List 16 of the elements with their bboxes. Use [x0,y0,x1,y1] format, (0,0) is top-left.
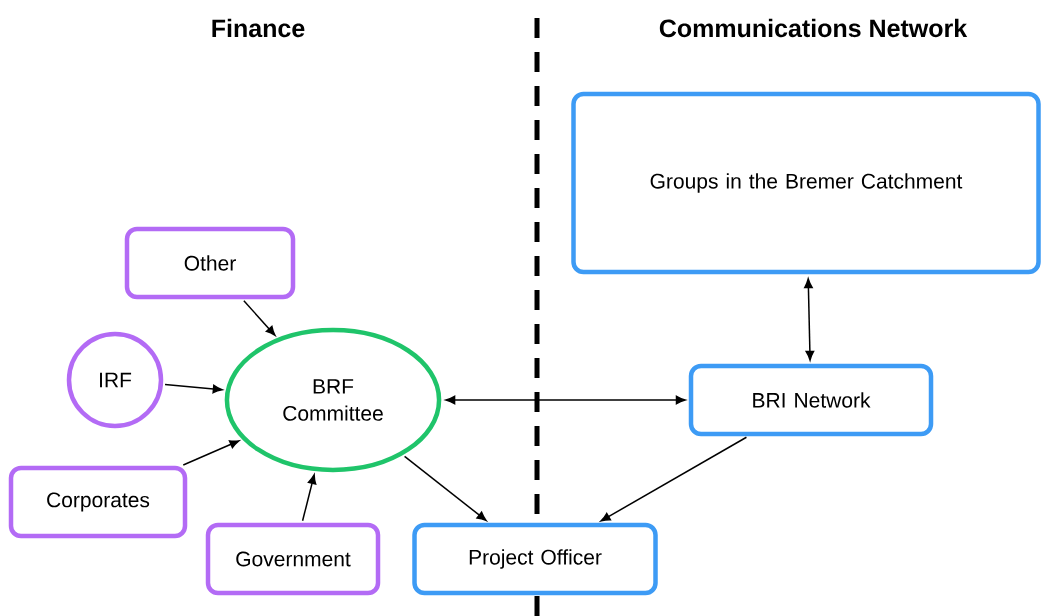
officer-box: Project Officer [412,522,658,596]
arrow [600,436,748,522]
network-box: BRI Network [688,363,934,437]
group-box: Groups in the Bremer Catchment [571,91,1041,275]
arrow [445,395,686,405]
source-box: Government [205,522,381,596]
source-box: Corporates [8,465,188,539]
source-box: Other [124,226,296,300]
arrow [301,474,317,522]
arrow [403,455,487,522]
arrow [243,300,276,336]
arrow [804,278,815,361]
arrow [182,440,240,466]
section-heading: Communications Network [659,18,968,38]
section-heading: Finance [212,18,305,38]
arrow [164,383,223,394]
